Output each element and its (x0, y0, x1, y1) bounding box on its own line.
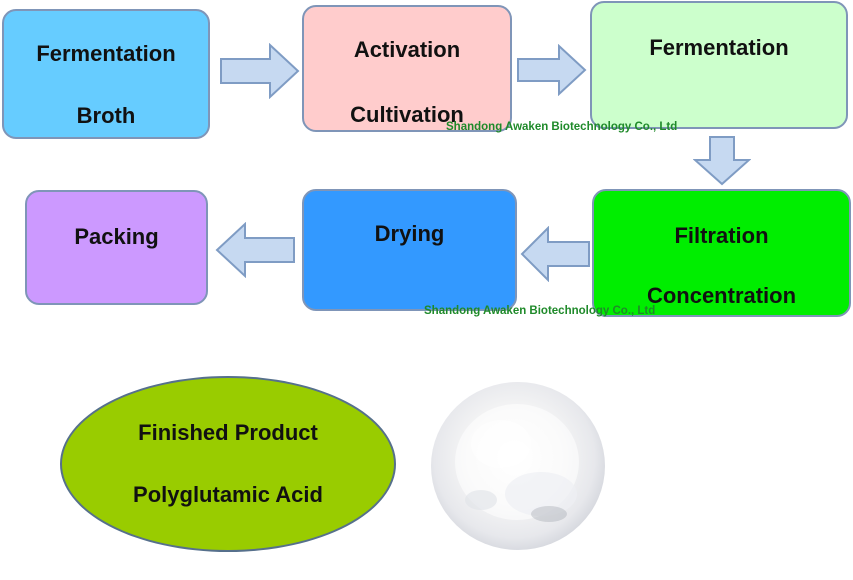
step-fermentation: Fermentation (590, 1, 848, 129)
step-filtration-concentration: Filtration Concentration (592, 189, 851, 317)
powder-image (431, 382, 605, 550)
step-label-line1: Drying (374, 221, 445, 246)
finished-product-ellipse: Finished Product Polyglutamic Acid (60, 376, 396, 552)
step-label-line2: Cultivation (350, 102, 464, 127)
step-label-line1: Packing (74, 224, 159, 249)
step-label-line2: Broth (76, 103, 136, 128)
step-label-line1: Fermentation (649, 35, 789, 60)
arrow-left-icon (215, 222, 295, 278)
step-drying: Drying (302, 189, 517, 311)
step-fermentation-broth: Fermentation Broth (2, 9, 210, 139)
step-label-line2: Concentration (646, 283, 797, 308)
product-label-line2: Polyglutamic Acid (133, 482, 323, 507)
watermark-text: Shandong Awaken Biotechnology Co., Ltd (446, 121, 678, 133)
step-packing: Packing (25, 190, 208, 305)
product-label-line1: Finished Product (138, 420, 318, 445)
powder-texture-icon (455, 404, 579, 522)
arrow-right-icon (220, 43, 300, 99)
watermark-text: Shandong Awaken Biotechnology Co., Ltd (424, 305, 656, 317)
arrow-right-icon (517, 44, 587, 96)
step-label-line1: Activation (353, 37, 461, 62)
arrow-down-icon (693, 136, 751, 186)
step-activation-cultivation: Activation Cultivation (302, 5, 512, 132)
arrow-left-icon (520, 226, 590, 282)
step-label-line1: Filtration (674, 223, 769, 248)
step-label-line1: Fermentation (36, 41, 176, 66)
